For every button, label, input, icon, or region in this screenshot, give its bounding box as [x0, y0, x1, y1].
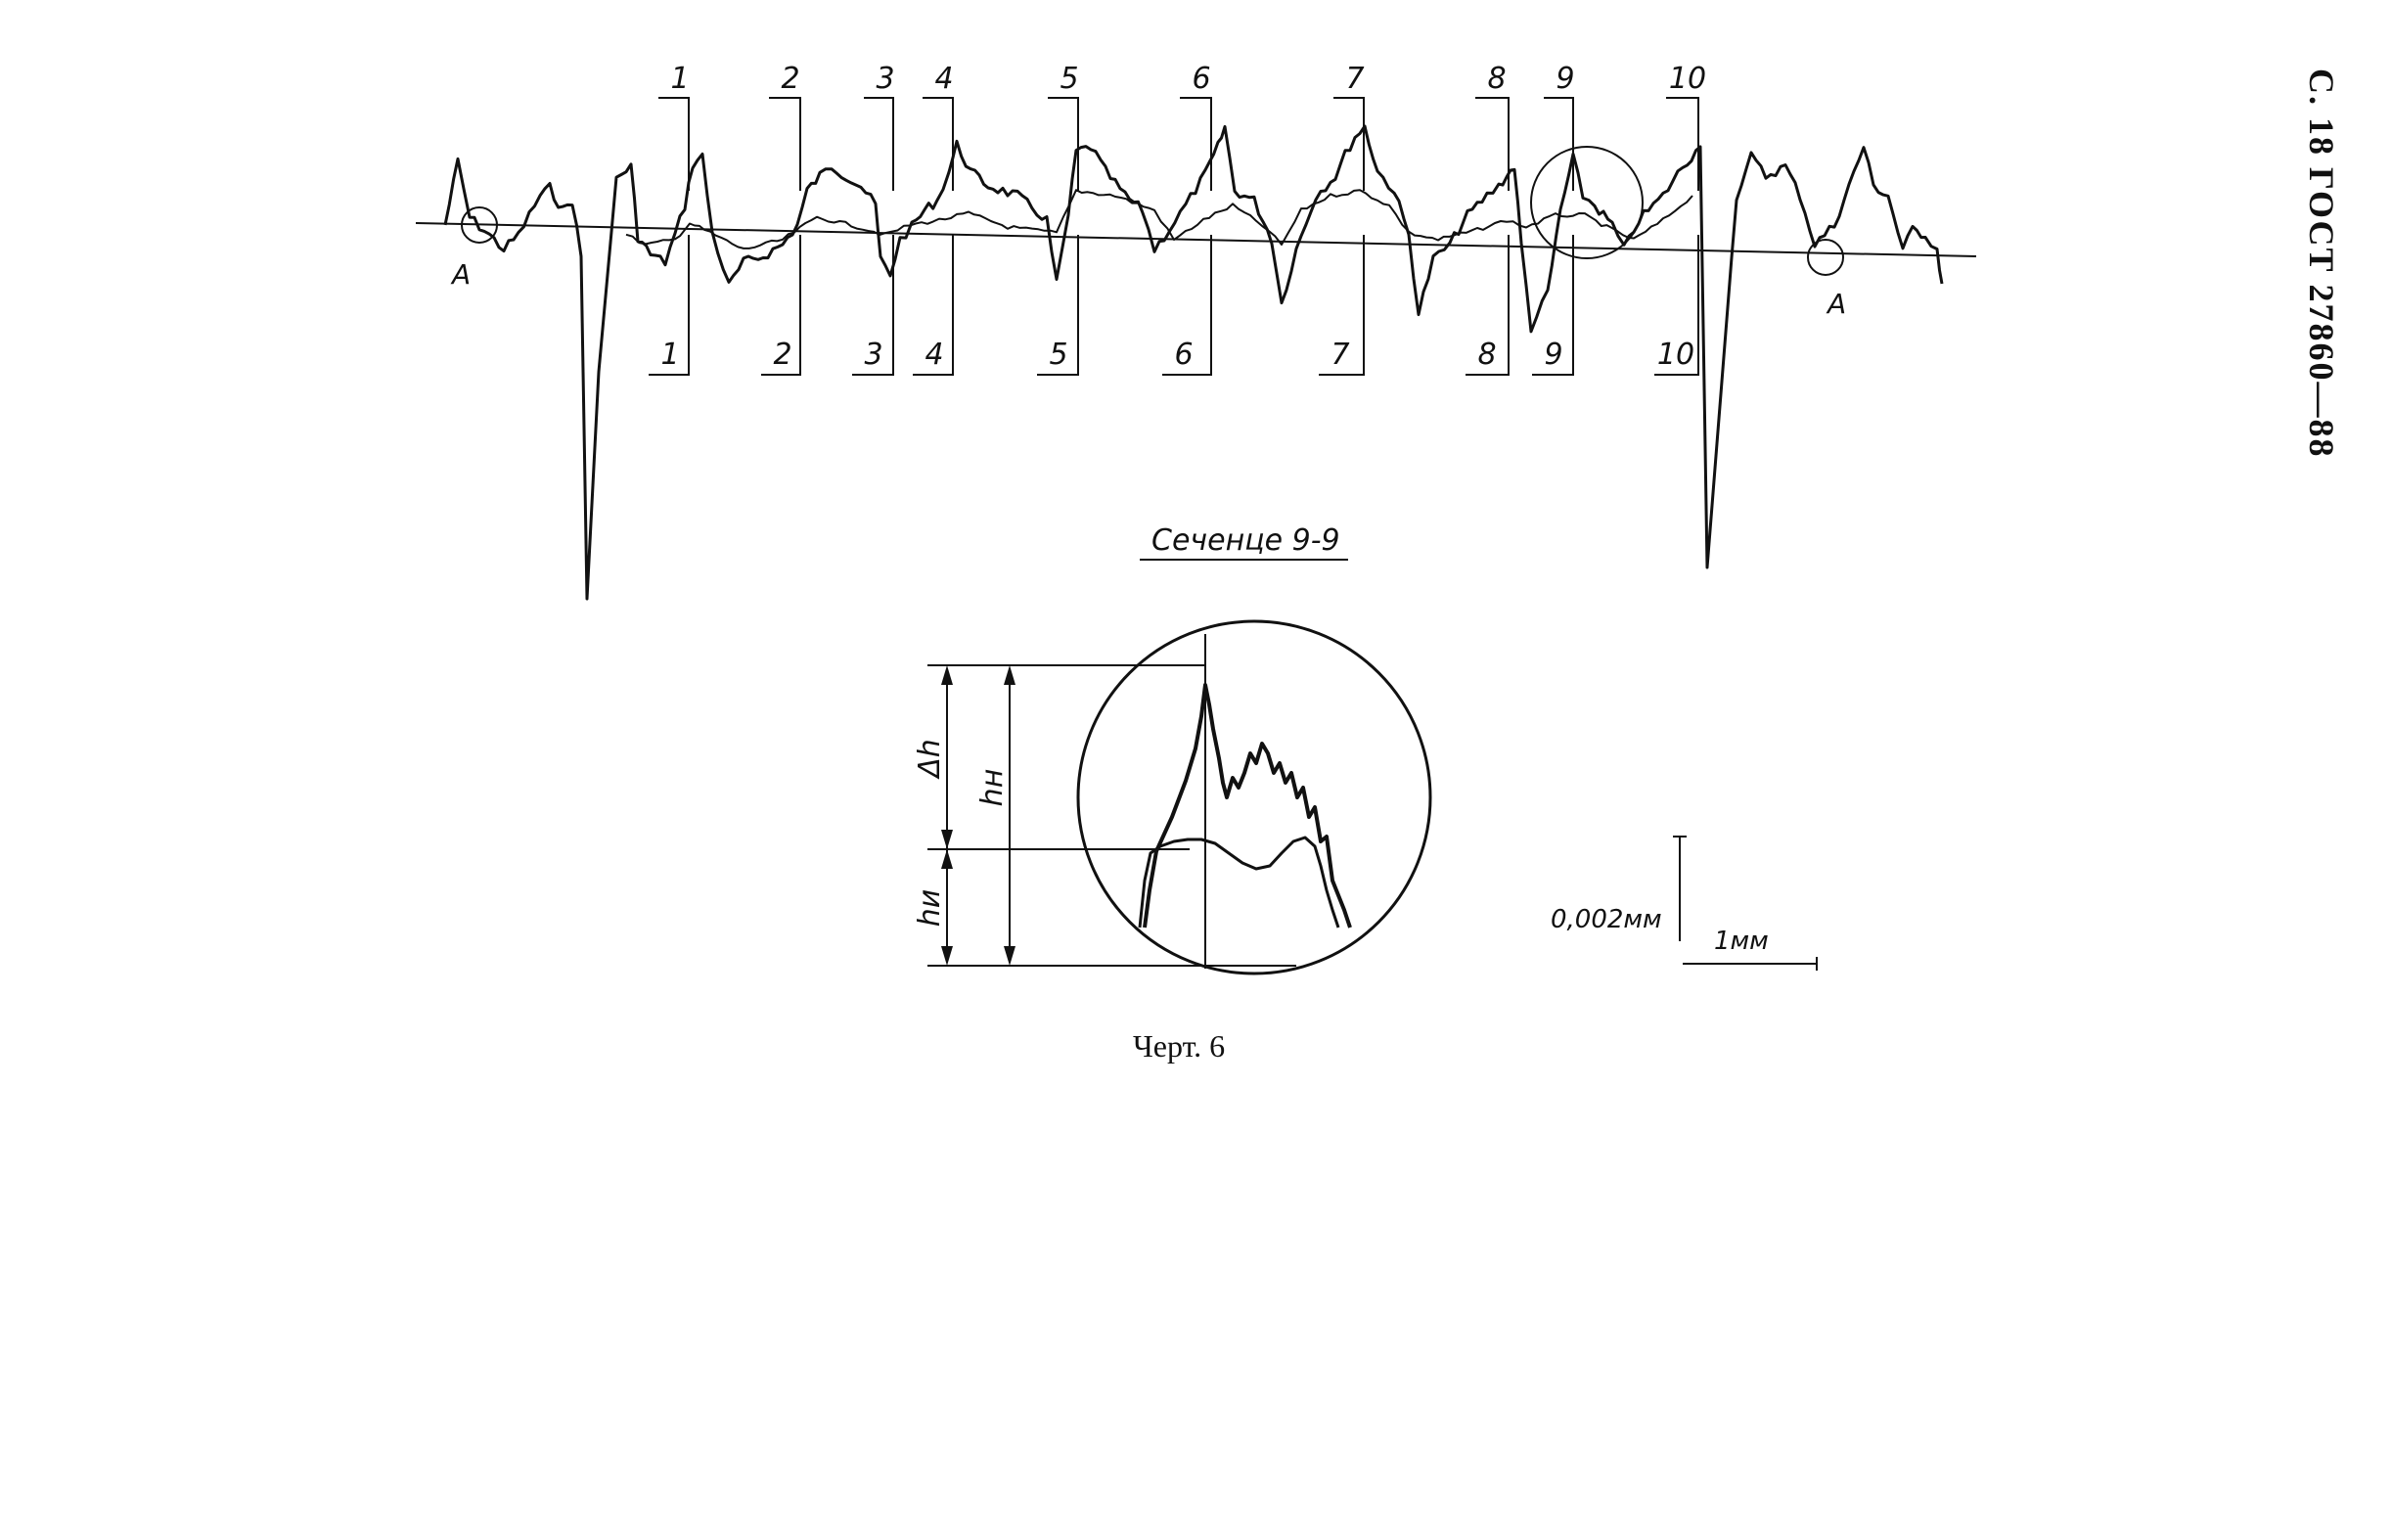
detail-worn-profile [1138, 836, 1340, 929]
bottom-label-3: 3 [864, 338, 882, 372]
leader-bottom-1 [649, 235, 690, 376]
leader-bottom-2 [761, 235, 801, 376]
figure-caption: Черт. 6 [1133, 1028, 1225, 1064]
top-label-1: 1 [670, 62, 689, 96]
label-dh: Δh [913, 739, 947, 780]
top-label-7: 7 [1345, 62, 1364, 96]
leader-bottom-5 [1037, 235, 1079, 376]
leader-top-3 [864, 97, 894, 191]
rough-profile [443, 124, 1944, 601]
top-label-5: 5 [1060, 62, 1078, 96]
bottom-label-9: 9 [1544, 338, 1562, 372]
scale-vertical-label: 0,002мм [1551, 905, 1662, 934]
circle-a-right [1807, 239, 1844, 276]
detail-rough-profile [1143, 683, 1352, 929]
scale-horizontal-label: 1мм [1714, 927, 1769, 956]
leader-top-5 [1048, 97, 1079, 191]
bottom-label-7: 7 [1331, 338, 1349, 372]
running-head: С. 18 ГОСТ 27860—88 [2302, 68, 2341, 459]
bottom-labels: 1 2 3 4 5 6 7 8 9 10 [660, 338, 1694, 372]
leader-bottom-3 [852, 235, 894, 376]
arrow-left-mid-down [941, 849, 953, 869]
detail-circle [1076, 619, 1432, 975]
worn-profile [625, 189, 1693, 249]
bottom-label-10: 10 [1657, 338, 1694, 372]
circle-a-left [461, 206, 498, 244]
arrow-right-bottom [1004, 946, 1015, 966]
label-hn: hн [975, 769, 1010, 807]
bottom-label-1: 1 [660, 338, 679, 372]
leader-top-8 [1475, 97, 1510, 191]
leader-bottom-8 [1466, 235, 1510, 376]
label-a-left: A [450, 258, 471, 291]
top-label-10: 10 [1669, 62, 1706, 96]
top-label-2: 2 [781, 62, 799, 96]
label-hi: hи [913, 889, 947, 928]
leader-lines [649, 97, 1699, 376]
leader-bottom-7 [1319, 235, 1365, 376]
section-caption: Сеченце 9-9 [1151, 523, 1340, 558]
label-a-right: A [1826, 288, 1846, 320]
bottom-label-8: 8 [1477, 338, 1496, 372]
leader-top-2 [769, 97, 801, 191]
detail-view: Δh hн hи [913, 619, 1432, 975]
bottom-label-2: 2 [773, 338, 791, 372]
bottom-label-5: 5 [1049, 338, 1067, 372]
arrow-right-top [1004, 665, 1015, 685]
top-label-9: 9 [1556, 62, 1574, 96]
leader-bottom-10 [1654, 235, 1699, 376]
top-label-4: 4 [934, 62, 953, 96]
leader-top-4 [923, 97, 954, 191]
leader-top-6 [1180, 97, 1212, 191]
bottom-label-6: 6 [1174, 338, 1193, 372]
leader-bottom-6 [1162, 235, 1212, 376]
arrow-left-bottom [941, 946, 953, 966]
scale-bar: 0,002мм 1мм [1551, 836, 1818, 971]
bottom-label-4: 4 [925, 338, 943, 372]
leader-bottom-4 [913, 235, 954, 376]
arrow-left-top [941, 665, 953, 685]
top-label-3: 3 [876, 62, 894, 96]
arrow-left-mid-up [941, 830, 953, 849]
leader-top-7 [1333, 97, 1365, 191]
top-label-8: 8 [1487, 62, 1506, 96]
top-labels: 1 2 3 4 5 6 7 8 9 10 [670, 62, 1706, 96]
leader-top-9 [1544, 97, 1574, 191]
circle-section-9 [1530, 146, 1644, 259]
top-label-6: 6 [1192, 62, 1210, 96]
leader-bottom-9 [1532, 235, 1574, 376]
leader-top-1 [658, 97, 690, 191]
leader-top-10 [1666, 97, 1699, 191]
